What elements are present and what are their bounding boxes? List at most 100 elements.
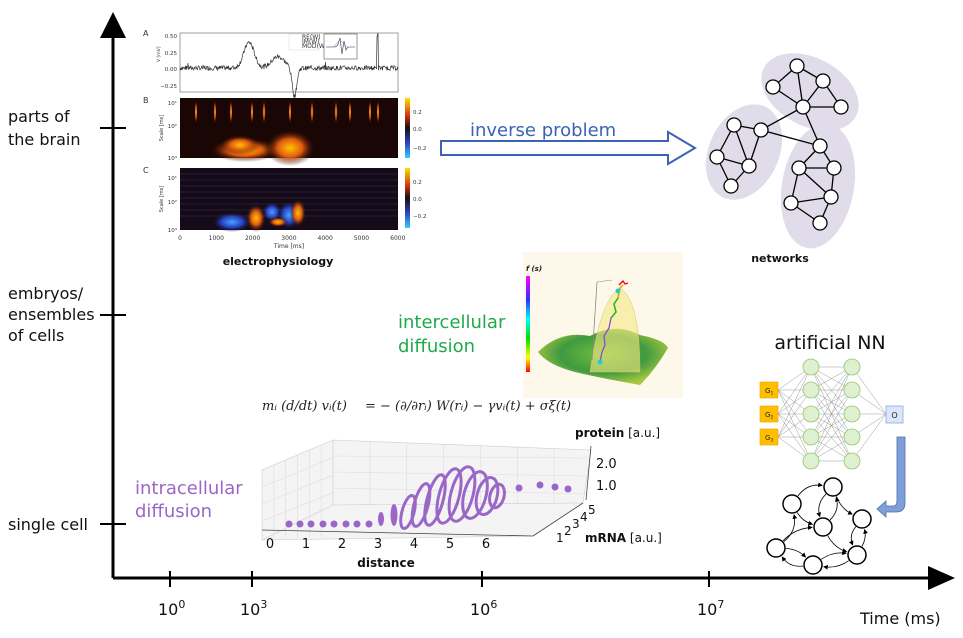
colorbar-tick: 0.2: [413, 180, 422, 186]
x-tick-base: 10: [470, 600, 490, 619]
x-axis-arrowhead-icon: [928, 566, 955, 590]
ann-connection: [777, 366, 812, 438]
mrna-tick: 3: [572, 517, 580, 531]
panel-b-blobs: [194, 100, 380, 166]
network-node: [812, 215, 828, 231]
ann-hidden-node: [843, 428, 861, 446]
trajectory-point: [342, 520, 350, 528]
mrna-tick: 5: [588, 503, 596, 517]
network-node: [765, 79, 781, 95]
grn-node: [813, 517, 833, 537]
colorbar-tick: −0.2: [413, 214, 426, 220]
ann-connection: [810, 366, 853, 462]
trajectory-point: [564, 485, 572, 493]
y-label-brain-2: the brain: [8, 130, 80, 149]
y-label-embryos-3: of cells: [8, 326, 64, 345]
y-axis-arrowhead-icon: [100, 12, 126, 38]
grn-edge: [836, 496, 853, 515]
grn-edge: [785, 548, 806, 558]
equation-rhs: = − (∂/∂rᵢ) W(rᵢ) − γvᵢ(t) + σξ(t): [365, 399, 571, 414]
legend-im: IM(W): [302, 39, 320, 46]
y-axis: [100, 12, 126, 578]
a-ylabel: V [mV]: [156, 46, 162, 62]
x-tick-base: 10: [158, 600, 178, 619]
scalogram-streak: [288, 100, 292, 124]
grid-line: [332, 455, 589, 459]
ann-hidden-node: [843, 405, 861, 423]
network-node: [753, 122, 769, 138]
grn-edge: [829, 496, 840, 521]
colorbar-label: f (s): [526, 265, 542, 273]
grn-edge: [782, 525, 813, 542]
distance-tick: 2: [338, 537, 346, 552]
scale-tick: 10³: [168, 155, 177, 162]
time-tick: 3000: [281, 235, 296, 242]
trajectory-point: [330, 520, 338, 528]
intercellular-label-1: intercellular: [398, 312, 506, 333]
ann-connection: [777, 366, 812, 415]
trajectory-point: [515, 484, 523, 492]
colorbar-tick: −0.2: [413, 146, 426, 152]
distance-axis-line: [261, 529, 534, 537]
y-label-single-cell: single cell: [8, 515, 88, 534]
ann-input-label: G2: [765, 411, 773, 421]
x-tick-exponent: 0: [178, 598, 185, 611]
mrna-tick: 2: [564, 524, 572, 538]
input-label-base: G: [765, 387, 770, 395]
grn-node: [766, 538, 786, 558]
legend-re: RE(W): [302, 34, 321, 41]
ann-hidden-node: [802, 452, 820, 470]
langevin-equation: mᵢ (d/dt) vᵢ(t) = − (∂/∂rᵢ) W(rᵢ) − γvᵢ(…: [262, 399, 571, 414]
ann-output-node: [885, 405, 904, 424]
distance-tick: 5: [446, 537, 454, 552]
x-tick-label: 100: [158, 598, 185, 619]
rainbow-colorbar: [526, 276, 530, 372]
protein-tick: 2.0: [596, 457, 617, 472]
networks-figure: [705, 53, 859, 249]
input-label-sub: 2: [770, 415, 773, 421]
trajectory-spiral-loop: [488, 482, 506, 510]
intercellular-surface-plot: f (s): [523, 252, 683, 398]
inverse-problem-label: inverse problem: [470, 120, 616, 141]
ann-connection: [810, 389, 853, 462]
ann-hidden-node: [802, 428, 820, 446]
trajectory-point: [285, 520, 293, 528]
panel-label: B: [143, 96, 149, 105]
ann-input-label: G3: [765, 434, 773, 444]
scale-tick: 10²: [168, 123, 177, 130]
scalogram-streak: [194, 100, 198, 124]
ann-connection: [851, 366, 887, 415]
colorbar-b: [405, 98, 410, 158]
x-tick-base: 10: [697, 600, 717, 619]
legend-mod: MOD(W): [302, 43, 327, 50]
network-node: [741, 158, 757, 174]
mrna-tick: 1: [556, 531, 564, 545]
scalogram-phase-blob: [290, 199, 306, 227]
grn-edge: [848, 526, 857, 546]
electrophysiology-figure: RE(W) IM(W) MOD(W) ABC0.500.250.00−0.25V…: [143, 29, 426, 268]
time-tick: 0: [178, 235, 182, 242]
ann-hidden-node: [802, 405, 820, 423]
input-label-sub: 1: [770, 391, 773, 397]
grn-edge: [821, 550, 847, 560]
ann-input-node: [759, 381, 779, 399]
time-tick: 4000: [318, 235, 333, 242]
ann-connection: [810, 366, 853, 415]
colorbar-c: [405, 168, 410, 228]
trajectory-point: [390, 504, 398, 526]
scalogram-phase-blob: [246, 204, 266, 232]
x-tick-exponent: 6: [490, 598, 497, 611]
gene-regulatory-network: [766, 477, 872, 575]
trajectory-point: [378, 512, 384, 526]
scale-tick: 10¹: [168, 175, 177, 182]
grn-node: [847, 545, 867, 565]
a-ytick: −0.25: [160, 84, 177, 90]
trajectory-point: [551, 483, 559, 491]
ann-hidden-node: [843, 381, 861, 399]
ann-to-graph-arrow-icon: [876, 436, 906, 518]
scalogram-hotspot: [265, 130, 315, 166]
trajectory-spiral-loop: [461, 470, 489, 520]
network-node: [709, 149, 725, 165]
panel-label: A: [143, 29, 149, 38]
